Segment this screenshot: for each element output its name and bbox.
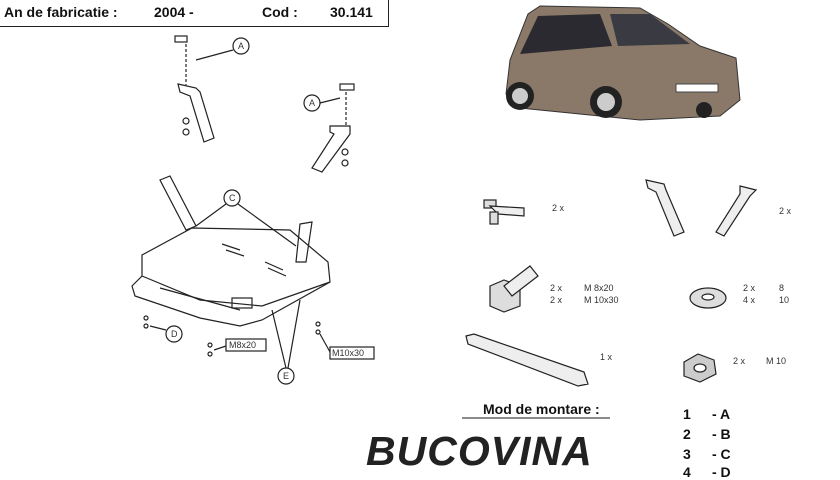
bar-qty: 1 x bbox=[600, 352, 613, 362]
mounting-title: Mod de montare : bbox=[483, 401, 600, 417]
washer-qty-1: 2 x bbox=[743, 283, 756, 293]
assembly-drawing bbox=[131, 5, 758, 419]
bracket-a1 bbox=[174, 35, 215, 143]
callout-d: D bbox=[171, 329, 178, 339]
callout-m8x20-box bbox=[225, 338, 267, 352]
nut-qty: 2 x bbox=[733, 356, 746, 366]
part-bracket-bolt bbox=[483, 199, 525, 225]
strap-qty: 2 x bbox=[779, 206, 792, 216]
brand-logo: BUCOVINA bbox=[366, 428, 593, 474]
washer-size-2: 10 bbox=[779, 295, 790, 305]
car-photo bbox=[505, 5, 741, 121]
bolt-qty-1: 2 x bbox=[550, 283, 563, 293]
part-bolt bbox=[489, 265, 539, 313]
callout-a1: A bbox=[238, 41, 245, 51]
callout-a1-circle bbox=[232, 37, 250, 55]
nut-size: M 10 bbox=[766, 356, 787, 366]
code-label: Cod : bbox=[262, 4, 298, 20]
step-2-code: - B bbox=[712, 426, 731, 442]
callout-e: E bbox=[283, 371, 290, 381]
step-2-num: 2 bbox=[683, 426, 691, 442]
callout-d-circle bbox=[165, 325, 183, 343]
header-box: An de fabricatie : 2004 - Cod : 30.141 bbox=[0, 0, 389, 27]
bolt-qty-2: 2 x bbox=[550, 295, 563, 305]
callout-m8x20: M8x20 bbox=[229, 340, 257, 350]
bracket-qty: 2 x bbox=[552, 203, 565, 213]
part-straps bbox=[645, 179, 758, 237]
step-3-code: - C bbox=[712, 446, 731, 462]
washer-size-1: 8 bbox=[779, 283, 785, 293]
step-3-num: 3 bbox=[683, 446, 691, 462]
washer-qty-2: 4 x bbox=[743, 295, 756, 305]
callout-c-circle bbox=[223, 189, 241, 207]
step-4-num: 4 bbox=[683, 464, 691, 480]
code-value: 30.141 bbox=[330, 4, 373, 20]
part-bar bbox=[465, 333, 589, 387]
part-nut bbox=[683, 353, 717, 383]
bolt-size-2: M 10x30 bbox=[584, 295, 619, 305]
step-4-code: - D bbox=[712, 464, 731, 480]
callout-c: C bbox=[229, 193, 236, 203]
year-value: 2004 - bbox=[154, 4, 194, 20]
callout-a2: A bbox=[309, 98, 316, 108]
bolt-size-1: M 8x20 bbox=[584, 283, 614, 293]
callout-m10x30: M10x30 bbox=[332, 348, 365, 358]
step-1-code: - A bbox=[712, 406, 731, 422]
part-washer bbox=[689, 287, 727, 309]
callout-m10x30-box bbox=[329, 346, 375, 360]
year-label: An de fabricatie : bbox=[4, 4, 118, 20]
skid-plate bbox=[131, 175, 331, 357]
step-1-num: 1 bbox=[683, 406, 691, 422]
bracket-a2 bbox=[311, 83, 355, 173]
